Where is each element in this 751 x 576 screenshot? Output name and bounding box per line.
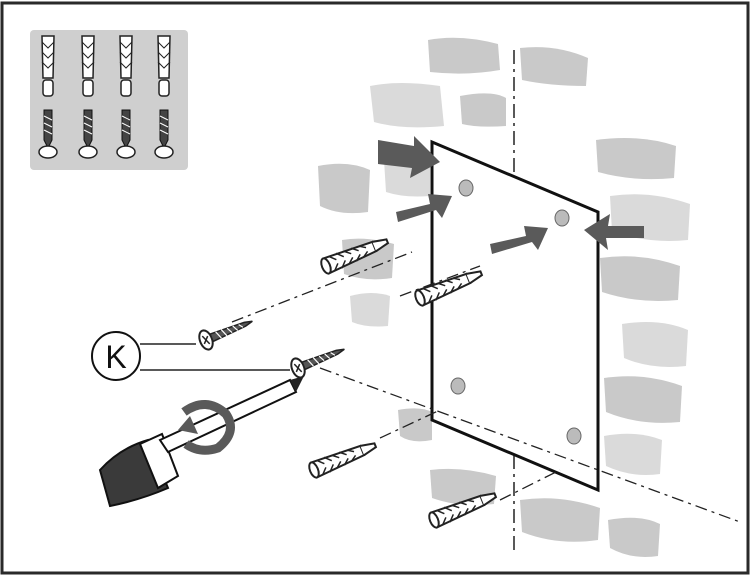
screwdriver-icon: [98, 376, 304, 508]
mounting-plate: [430, 139, 600, 493]
plate-holes: [450, 179, 582, 445]
parts-inset: [30, 30, 188, 170]
callout-k: K: [91, 331, 290, 381]
plug-set: [41, 35, 171, 97]
callout-label: K: [105, 339, 126, 375]
direction-arrow-icon: [378, 136, 644, 254]
rotation-arrow-icon: [178, 400, 235, 455]
alignment-lines: [231, 251, 741, 523]
screw-set: [38, 109, 174, 159]
brick-wall: [318, 37, 690, 557]
